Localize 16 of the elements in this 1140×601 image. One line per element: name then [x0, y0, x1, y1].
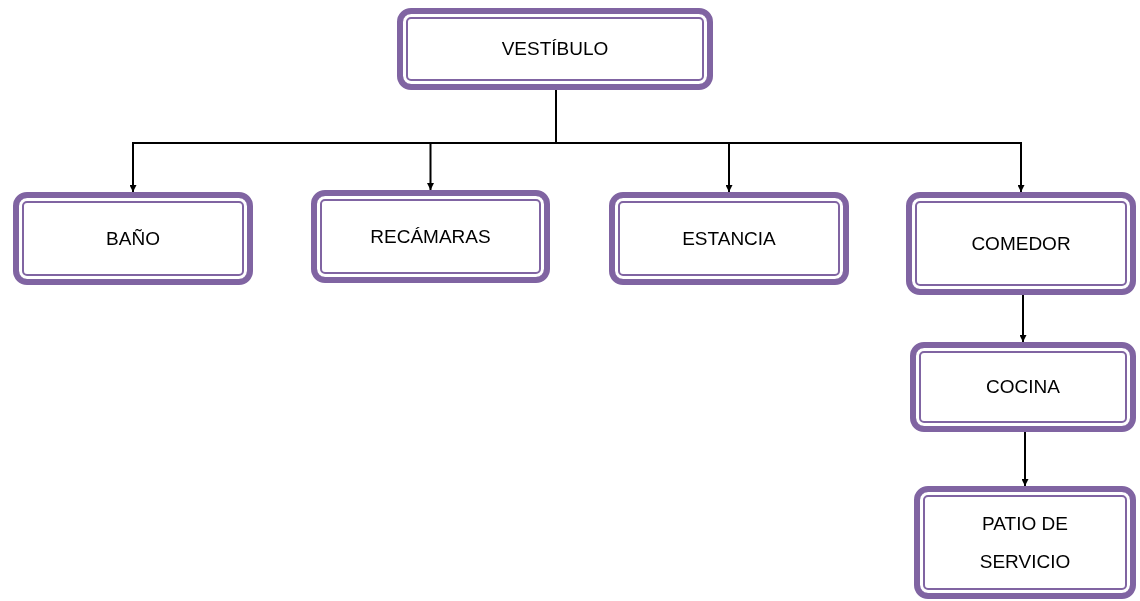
room-label: RECÁMARAS [370, 224, 491, 249]
room-box [906, 192, 1136, 295]
room-box [910, 342, 1136, 432]
connector-arrow [1019, 294, 1027, 343]
room-box [914, 486, 1136, 599]
room-box [397, 8, 713, 90]
room-label: COCINA [986, 375, 1060, 399]
connector-arrow [1021, 431, 1029, 487]
room-label: ESTANCIA [682, 226, 776, 251]
room-box [609, 192, 849, 285]
room-label: BAÑO [106, 226, 160, 251]
room-label: PATIO DE SERVICIO [978, 511, 1072, 574]
room-label: VESTÍBULO [501, 37, 609, 61]
room-box [311, 190, 550, 283]
room-label: COMEDOR [971, 231, 1071, 256]
room-box [13, 192, 253, 285]
